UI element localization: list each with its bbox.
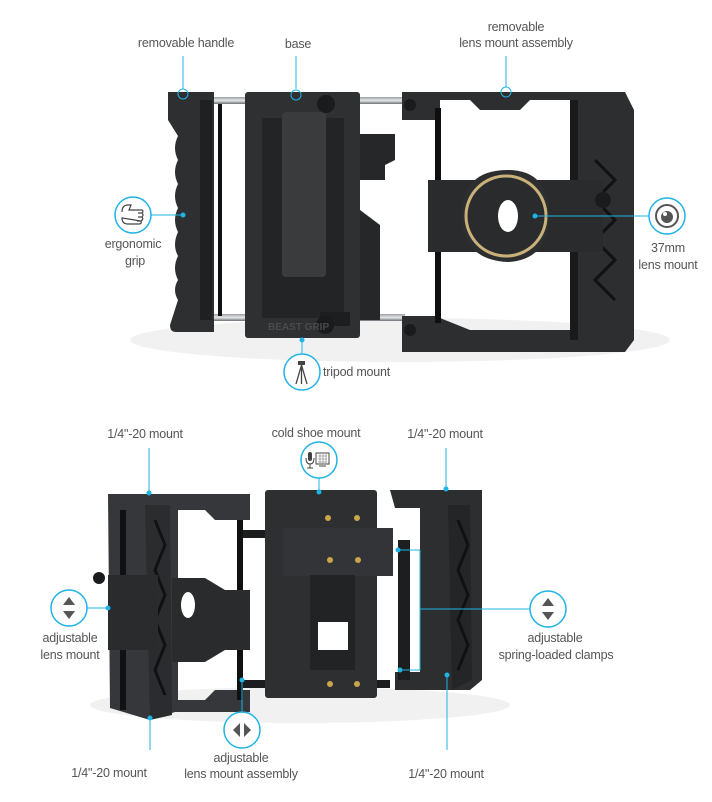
up-down-arrows-icon <box>50 589 88 627</box>
hand-icon <box>114 196 152 234</box>
lens-icon <box>648 197 686 235</box>
cold-shoe-icon <box>300 441 338 479</box>
label-adjustable-assembly-1: adjustable <box>213 751 269 765</box>
label-removable-lens-mount-1: removable <box>487 20 545 34</box>
handle-frame-part <box>390 490 482 690</box>
lens-assembly-marker <box>500 86 512 98</box>
tripod-icon <box>283 353 321 391</box>
label-ergonomic-grip-1: ergonomic <box>104 237 162 251</box>
label-mount-top-right: 1/4"-20 mount <box>407 427 483 441</box>
label-adjustable-assembly-2: lens mount assembly <box>184 767 298 781</box>
base-with-clamps-part <box>265 490 393 698</box>
label-base: base <box>284 37 312 51</box>
label-spring-clamps-1: adjustable <box>527 631 583 645</box>
label-cold-shoe-mount: cold shoe mount <box>271 426 361 440</box>
label-removable-handle: removable handle <box>137 36 235 50</box>
base-part: BEAST GRIP <box>245 92 395 338</box>
light-panel-icon <box>315 452 330 467</box>
bottom-callout-lines <box>87 448 530 750</box>
label-37mm: 37mm <box>651 241 685 255</box>
label-mount-bottom-right: 1/4"-20 mount <box>408 767 484 781</box>
label-mount-top-left: 1/4"-20 mount <box>107 427 183 441</box>
base-marker <box>290 89 302 101</box>
removable-handle-part <box>168 92 222 332</box>
top-product-image: BEAST GRIP <box>130 92 670 362</box>
label-adjustable-lens-mount-1: adjustable <box>42 631 98 645</box>
label-lens-mount: lens mount <box>638 258 698 272</box>
adjustable-lens-mount-frame-part <box>93 494 250 720</box>
label-tripod-mount: tripod mount <box>323 365 391 379</box>
left-right-arrows-icon <box>223 711 261 749</box>
label-mount-bottom-left: 1/4"-20 mount <box>71 766 147 780</box>
up-down-arrows-icon <box>529 590 567 628</box>
beast-grip-logo: BEAST GRIP <box>268 322 329 333</box>
label-adjustable-lens-mount-2: lens mount <box>40 648 100 662</box>
label-removable-lens-mount-2: lens mount assembly <box>459 36 573 50</box>
label-ergonomic-grip-2: grip <box>124 254 146 268</box>
bottom-product-image <box>90 490 510 723</box>
label-spring-clamps-2: spring-loaded clamps <box>498 648 614 662</box>
microphone-icon <box>305 452 315 469</box>
removable-lens-mount-assembly-part <box>402 92 634 352</box>
handle-marker <box>177 88 189 100</box>
